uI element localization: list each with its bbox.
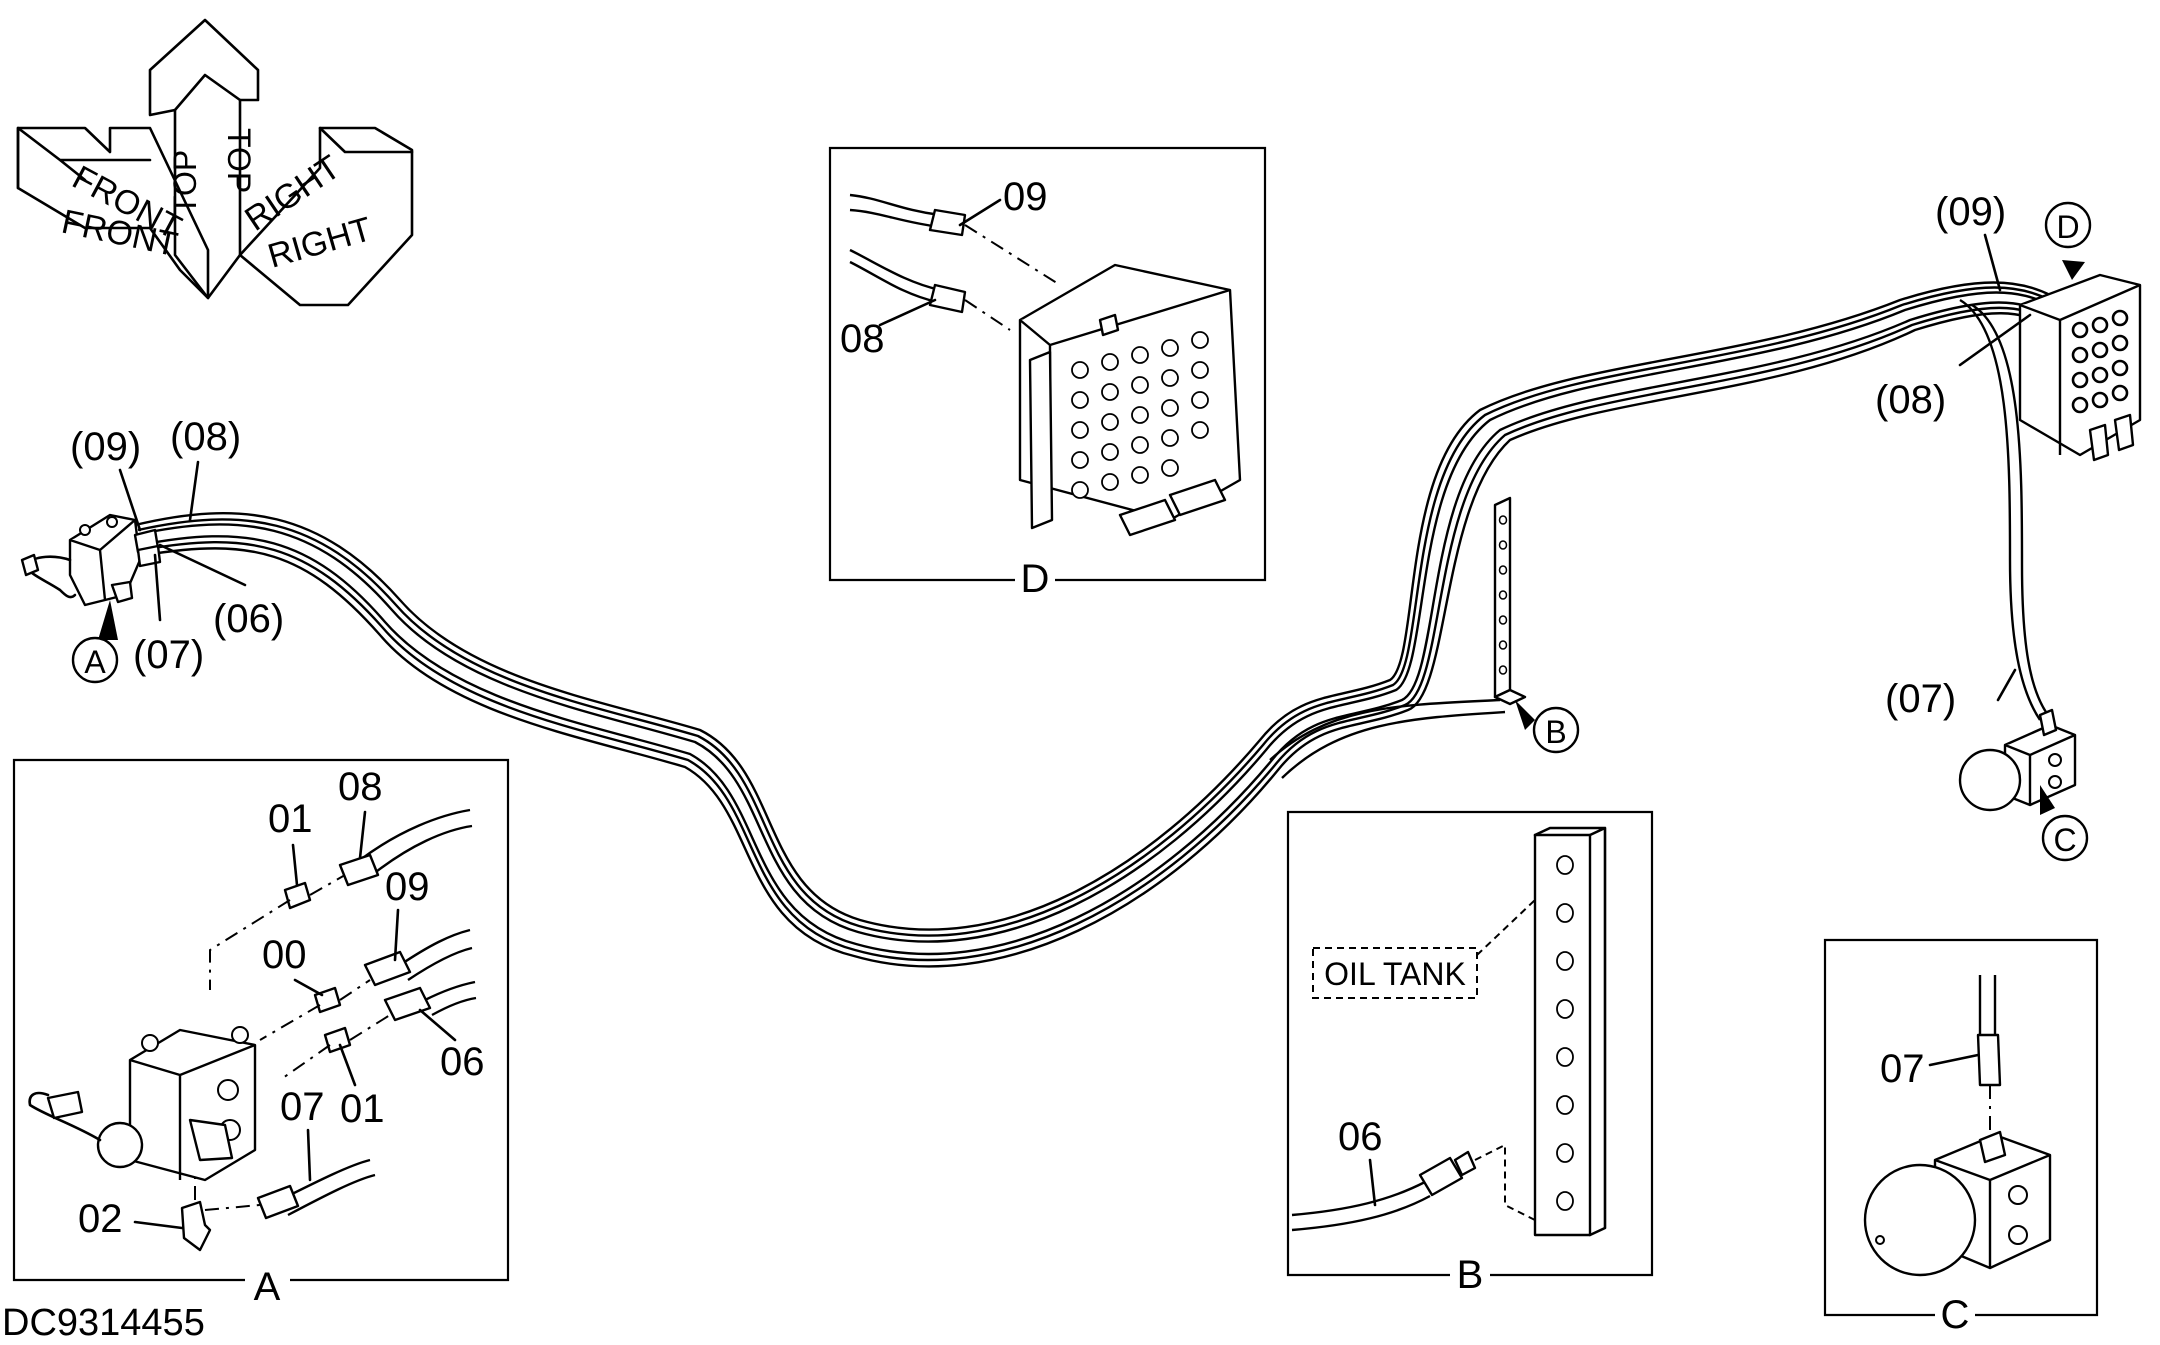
detail-a-label-07: 07 — [280, 1085, 325, 1129]
detail-a-label-08: 08 — [338, 765, 383, 809]
detail-b: B OIL TANK 06 — [1286, 810, 1654, 1297]
main-hose-bundle — [134, 281, 2051, 968]
callout-c-main: C — [2040, 785, 2089, 862]
detail-a-label-02: 02 — [78, 1197, 123, 1241]
detail-d-label-09: 09 — [1003, 175, 1048, 219]
label-08-right: (08) — [1875, 378, 1946, 422]
top-label-left: TOP — [167, 150, 203, 215]
callout-b-main: B — [1515, 700, 1580, 754]
detail-b-label: B — [1457, 1253, 1484, 1297]
label-07-right: (07) — [1885, 677, 1956, 721]
svg-text:C: C — [2053, 822, 2076, 858]
detail-d-label: D — [1021, 557, 1050, 601]
label-07-left: (07) — [133, 633, 204, 677]
detail-c-label-07: 07 — [1880, 1047, 1925, 1091]
label-09-right: (09) — [1935, 190, 2006, 234]
detail-a-label-01-top: 01 — [268, 797, 313, 841]
callout-d-main: D — [2044, 201, 2092, 280]
label-06-left: (06) — [213, 597, 284, 641]
bracket-b-main — [1493, 496, 1527, 706]
svg-text:D: D — [2056, 209, 2079, 245]
callout-a-main: A — [71, 600, 119, 684]
detail-b-label-06: 06 — [1338, 1115, 1383, 1159]
detail-d-label-08: 08 — [840, 317, 885, 361]
detail-a-label-06: 06 — [440, 1040, 485, 1084]
detail-a: A — [12, 758, 510, 1309]
detail-a-label: A — [254, 1265, 281, 1309]
detail-c-label: C — [1941, 1293, 1970, 1337]
main-part-labels: (09) (08) (06) (07) (09) (08) (07) — [70, 190, 2032, 721]
accumulator-main — [1958, 708, 2077, 812]
pilot-valve-left — [20, 513, 162, 607]
top-label-right: TOP — [221, 128, 257, 193]
svg-text:A: A — [84, 644, 106, 680]
detail-a-label-00: 00 — [262, 933, 307, 977]
detail-c: C 07 — [1823, 938, 2099, 1337]
control-valve-right — [2018, 273, 2142, 462]
oil-tank-label: OIL TANK — [1324, 956, 1466, 992]
detail-a-label-09: 09 — [385, 865, 430, 909]
label-09-left: (09) — [70, 425, 141, 469]
drawing-code: DC9314455 — [2, 1302, 205, 1344]
label-08-left: (08) — [170, 415, 241, 459]
svg-text:B: B — [1545, 714, 1566, 750]
orientation-indicator: FRONT FRONT TOP TOP RIGHT RIGHT — [16, 18, 414, 307]
detail-d: D 09 08 — [828, 146, 1267, 601]
detail-a-label-01-bottom: 01 — [340, 1087, 385, 1131]
